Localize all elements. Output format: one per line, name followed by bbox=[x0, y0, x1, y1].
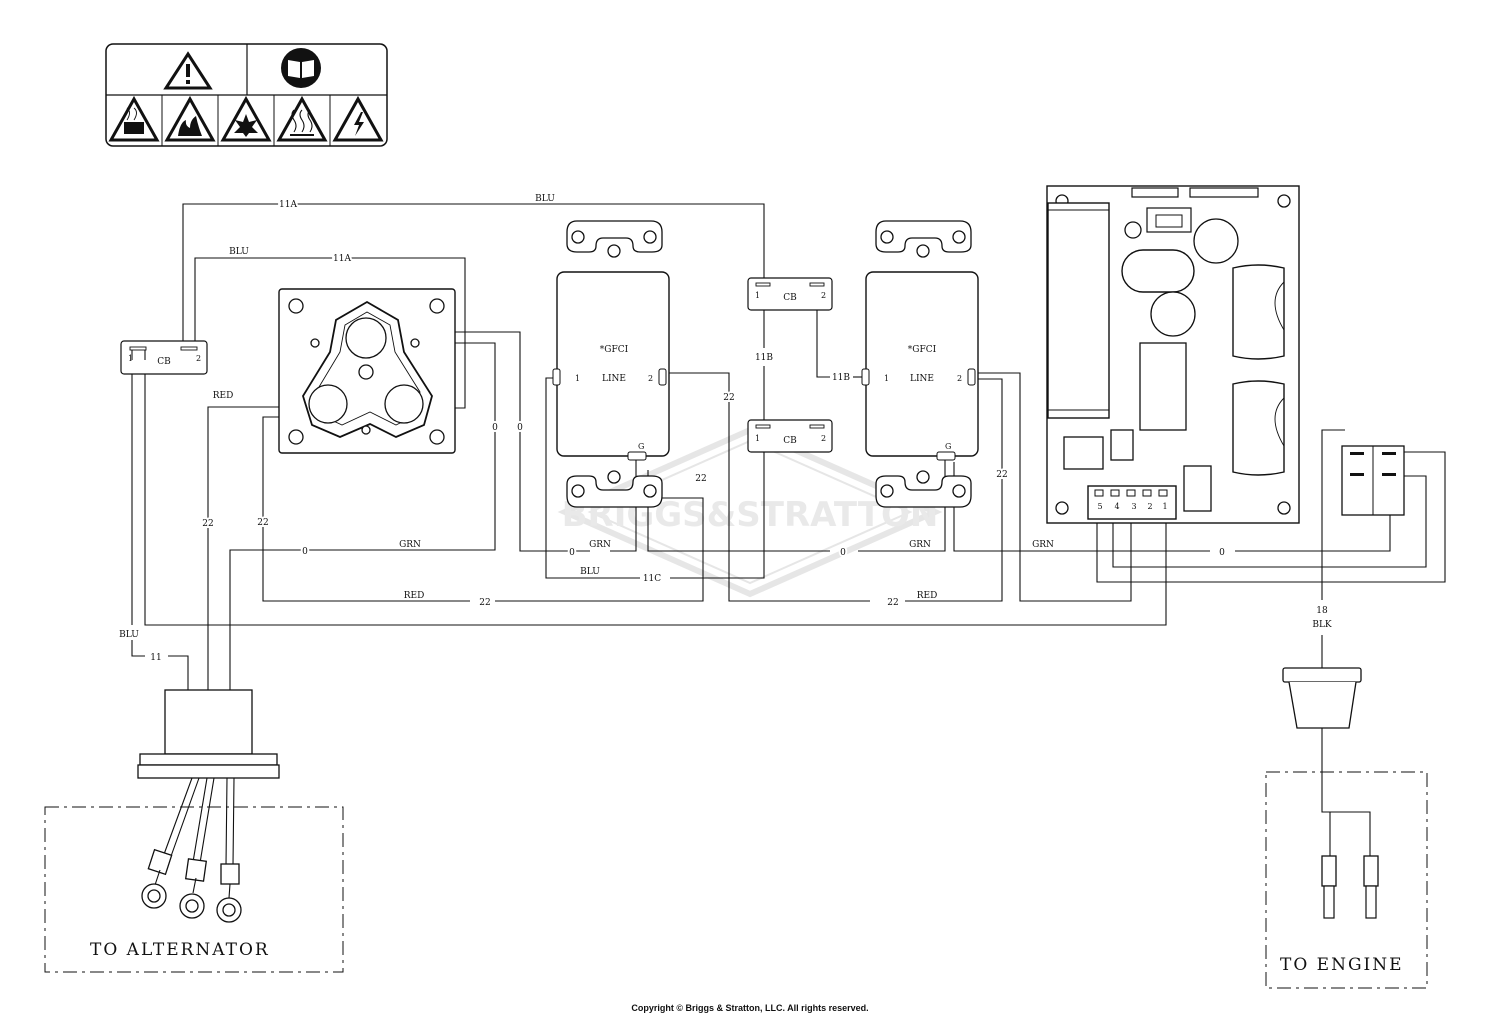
engine-switch bbox=[1341, 445, 1405, 516]
wire-label: GRN bbox=[1032, 540, 1054, 550]
gfci-line-label: LINE bbox=[910, 374, 934, 384]
wire-label: 0 bbox=[840, 548, 846, 558]
pin-label: 2 bbox=[957, 374, 962, 383]
wire-label: BLU bbox=[229, 247, 249, 257]
electric-shock-icon bbox=[332, 95, 384, 142]
wire-label: 0 bbox=[1219, 548, 1225, 558]
to-engine-label: TO ENGINE bbox=[1280, 955, 1404, 975]
read-manual-icon bbox=[281, 48, 321, 88]
to-alternator-label: TO ALTERNATOR bbox=[90, 940, 270, 960]
warning-icon bbox=[163, 51, 213, 90]
wire-label: GRN bbox=[399, 540, 421, 550]
circuit-breaker-left: 1 CB 2 bbox=[120, 340, 208, 375]
engine-grommet bbox=[1282, 667, 1371, 858]
wire-label: BLU bbox=[580, 567, 600, 577]
wire-label: 11A bbox=[333, 254, 351, 264]
wire-label: 22 bbox=[202, 519, 213, 529]
pin-label: 2 bbox=[821, 434, 826, 443]
pin-label: 1 bbox=[575, 374, 580, 383]
circuit-breaker-top: 1 CB 2 bbox=[747, 277, 833, 311]
safety-label bbox=[105, 43, 388, 147]
wire-label: 22 bbox=[996, 470, 1007, 480]
wire-label: 11B bbox=[832, 373, 850, 383]
twist-lock-outlet bbox=[278, 288, 456, 454]
wire-label: 0 bbox=[302, 547, 308, 557]
wire-label: 22 bbox=[887, 598, 898, 608]
pin-label: 1 bbox=[884, 374, 889, 383]
wire-label: 11 bbox=[150, 653, 161, 663]
ground-label: G bbox=[638, 442, 644, 451]
wire-label: BLK bbox=[1312, 620, 1332, 630]
wire-label: 18 bbox=[1316, 606, 1328, 616]
board-connector-pins: 5 4 3 2 1 bbox=[1097, 502, 1167, 511]
hot-surface-icon bbox=[276, 95, 328, 142]
wire-label: 22 bbox=[479, 598, 490, 608]
engine-connectors bbox=[1321, 855, 1379, 919]
pin-label: 1 bbox=[755, 291, 760, 300]
cb-label: CB bbox=[783, 293, 797, 303]
circuit-breaker-bottom: 1 CB 2 bbox=[747, 419, 833, 453]
fire-icon bbox=[164, 95, 216, 142]
wire-labels: 11A BLU BLU 11A RED 0 0 22 22 22 22 22 0… bbox=[119, 194, 1332, 663]
pin-label: 1 bbox=[755, 434, 760, 443]
toxic-fumes-icon bbox=[108, 95, 160, 142]
pin-label: 5 bbox=[1097, 502, 1102, 511]
wire-label: 22 bbox=[723, 393, 734, 403]
pin-label: 4 bbox=[1114, 502, 1119, 511]
wire-label: BLU bbox=[119, 630, 139, 640]
wire-label: 11C bbox=[643, 574, 661, 584]
alternator-harness bbox=[137, 689, 280, 923]
wire-label: 0 bbox=[492, 423, 498, 433]
gfci-outlet-2: *GFCI LINE 1 2 G bbox=[861, 220, 979, 508]
wire-label: 11A bbox=[279, 200, 297, 210]
pin-label: 2 bbox=[196, 354, 201, 363]
cb-label: CB bbox=[157, 357, 171, 367]
copyright-notice: Copyright © Briggs & Stratton, LLC. All … bbox=[631, 1003, 869, 1013]
wire-label: 22 bbox=[695, 474, 706, 484]
wire-label: BLU bbox=[535, 194, 555, 204]
cb-label: CB bbox=[783, 436, 797, 446]
pin-label: 2 bbox=[648, 374, 653, 383]
wire-label: RED bbox=[404, 591, 425, 601]
wire-label: 11B bbox=[755, 353, 773, 363]
wire-label: 0 bbox=[569, 548, 575, 558]
pin-label: 2 bbox=[1147, 502, 1152, 511]
gfci-outlet-1: *GFCI LINE 1 2 G bbox=[552, 220, 670, 508]
alternator-boundary bbox=[44, 806, 344, 973]
ground-label: G bbox=[945, 442, 951, 451]
pin-label: 3 bbox=[1131, 502, 1136, 511]
gfci-title: *GFCI bbox=[908, 345, 937, 355]
gfci-title: *GFCI bbox=[600, 345, 629, 355]
wire-label: 22 bbox=[257, 518, 268, 528]
wire-label: GRN bbox=[589, 540, 611, 550]
explosion-icon bbox=[220, 95, 272, 142]
wire-label: RED bbox=[213, 391, 234, 401]
pin-label: 1 bbox=[1162, 502, 1167, 511]
wire-label: RED bbox=[917, 591, 938, 601]
pin-label: 2 bbox=[821, 291, 826, 300]
wire-label: 0 bbox=[517, 423, 523, 433]
control-board bbox=[1046, 185, 1300, 524]
pin-label: 1 bbox=[128, 354, 133, 363]
wire-label: GRN bbox=[909, 540, 931, 550]
gfci-line-label: LINE bbox=[602, 374, 626, 384]
